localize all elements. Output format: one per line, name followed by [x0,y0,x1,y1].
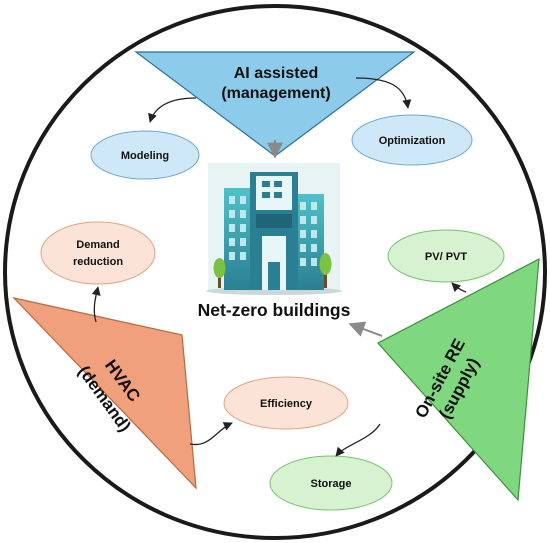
center-title: Net-zero buildings [198,300,351,320]
arrow-to-optimization [355,77,412,109]
arrow-re-to-building [348,321,383,337]
arrow-to-pv [451,282,467,293]
demand-reduction-label-line2: reduction [73,256,123,268]
storage-node [269,455,393,511]
arrow-to-efficiency [189,422,233,446]
demand-reduction-node [40,221,156,285]
modeling-node [90,130,200,180]
optimization-node [351,114,473,166]
arrow-to-demand-reduction [91,286,101,323]
arrow-to-storage [335,423,381,457]
optimization-label: Optimization [379,135,446,147]
ai-triangle [134,51,416,157]
re-triangle [377,257,540,502]
ai-triangle-title: AI assisted [234,65,318,82]
efficiency-node [223,376,349,430]
demand-reduction-label-line1: Demand [76,239,119,251]
efficiency-label: Efficiency [260,398,313,410]
office-building-icon [206,163,342,295]
ai-triangle-subtitle: (management) [221,85,330,102]
storage-label: Storage [311,478,352,490]
pv-node [387,229,505,283]
modeling-label: Modeling [121,150,169,162]
hvac-triangle [12,296,197,490]
arrow-to-modeling [148,97,197,123]
pv-label: PV/ PVT [425,251,467,263]
